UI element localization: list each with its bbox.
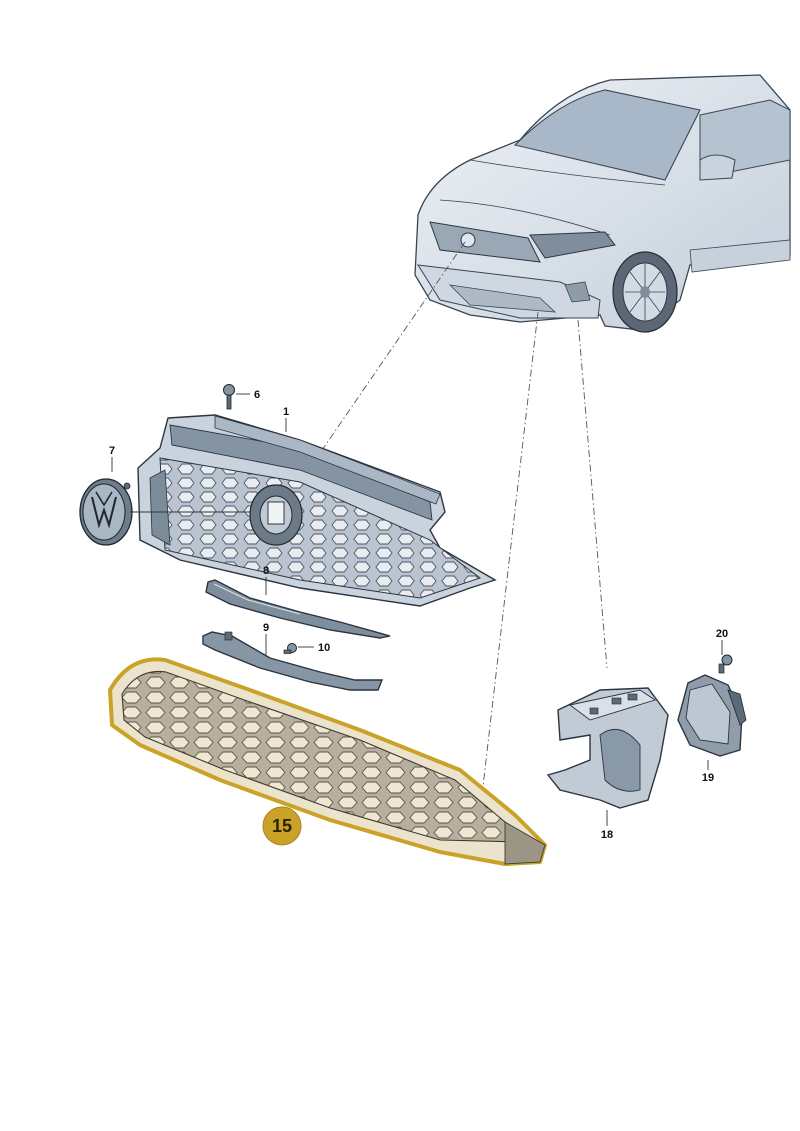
callout-8: 8 — [263, 565, 269, 577]
callout-15: 15 — [272, 816, 292, 836]
car-mirror — [699, 154, 736, 181]
callout-10: 10 — [318, 642, 330, 654]
callout-7: 7 — [109, 445, 115, 457]
upper-grille — [137, 414, 497, 607]
callout-19: 19 — [702, 772, 714, 784]
car-headlight — [529, 231, 616, 259]
callout-20: 20 — [716, 628, 728, 640]
callout-18: 18 — [601, 829, 613, 841]
trim-strip-upper — [205, 579, 391, 639]
car-grille — [429, 221, 541, 263]
vw-emblem-icon — [79, 478, 133, 546]
leader-lines — [111, 393, 723, 826]
callout-1: 1 — [283, 406, 289, 418]
car-illustration — [414, 74, 791, 333]
light-housing — [677, 674, 747, 757]
callout-6: 6 — [254, 389, 260, 401]
reference-lines — [317, 241, 608, 796]
callout-labels: 1 6 7 8 9 10 18 19 20 — [109, 389, 728, 841]
bracket — [546, 687, 669, 809]
screw-icon — [223, 384, 235, 410]
callout-9: 9 — [263, 622, 269, 634]
car-bumper — [417, 264, 601, 319]
car-body — [414, 74, 791, 331]
lower-grille-highlighted — [108, 657, 547, 866]
car-wheel — [612, 251, 678, 333]
trim-strip-lower — [202, 631, 384, 691]
car-windshield — [513, 89, 701, 181]
screw-icon — [718, 654, 733, 674]
highlight-badge-15[interactable]: 15 — [262, 806, 302, 846]
screw-icon — [283, 643, 297, 654]
